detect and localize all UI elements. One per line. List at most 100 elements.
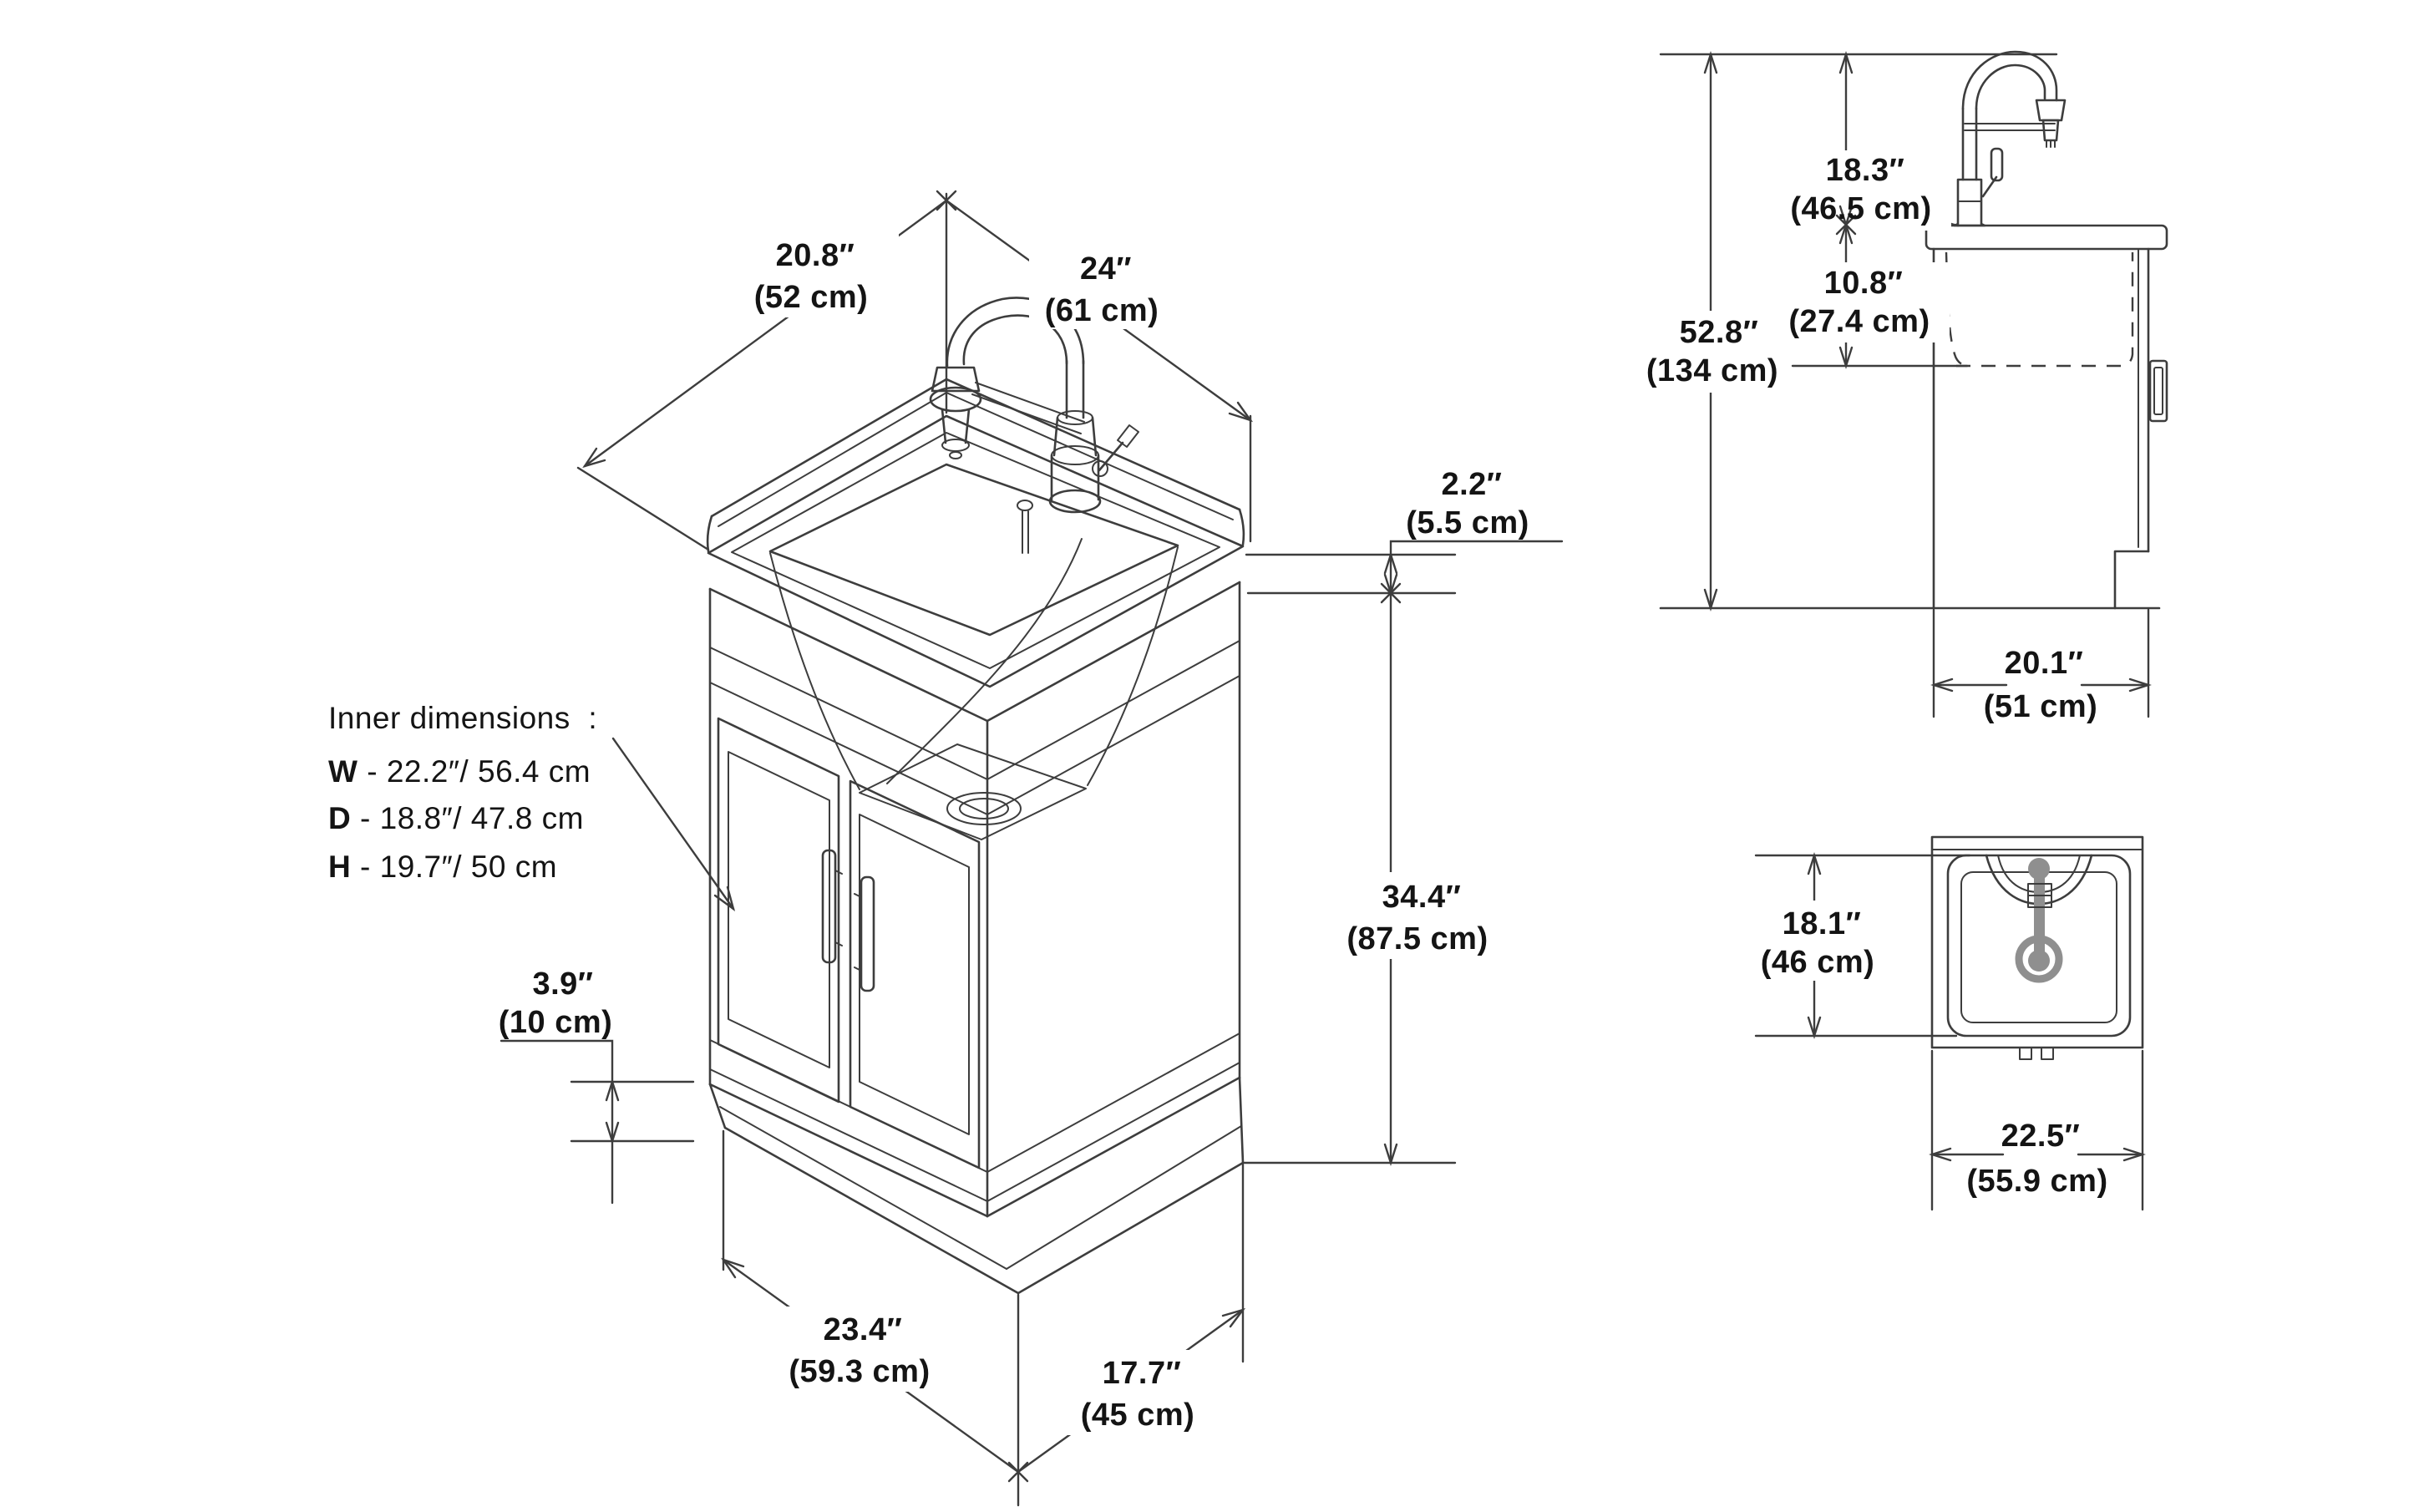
side-view-dimensions: 18.3″ (46.5 cm) 10.8″ (27.4 cm) 52.8″ (1… (1634, 51, 2152, 724)
label-mask (1029, 241, 1186, 329)
side-spray-nozzle (2041, 119, 2060, 142)
drain-outer (946, 792, 1022, 825)
arrow-total-down (1703, 588, 1718, 611)
arrow-depth (582, 447, 606, 469)
front-rail-top-line (709, 647, 988, 780)
dim-label: 10.8″ (1824, 266, 1904, 301)
kick-top-right (1006, 1125, 1242, 1270)
drain-inner (959, 798, 1009, 819)
kick-leader-elbow (500, 1039, 614, 1205)
lift-rod (1022, 510, 1029, 554)
arrow-width (1228, 401, 1254, 423)
front-rail-bottom-line (709, 682, 988, 815)
cabinet-body (708, 581, 1245, 1295)
dim-label: (55.9 cm) (1966, 1164, 2107, 1199)
arrow-side-depth-right (2128, 677, 2152, 693)
backsplash-inner-line (718, 392, 1234, 527)
arrow-tub-up (1838, 221, 1854, 245)
arrow-plan-width-left (1929, 1147, 1952, 1162)
spray-tip (941, 439, 970, 452)
plan-spout-bar (2034, 869, 2045, 954)
side-door-handle-outer (2148, 359, 2168, 423)
plan-faucet-hole (2028, 858, 2050, 880)
side-tub-bottom-dashed (1956, 252, 2134, 368)
basin-right-wall-crease (1087, 546, 1179, 786)
inner-dimensions-note: Inner dimensions : W - 22.2″/ 56.4 cm D … (328, 701, 736, 911)
inner-dims-height: H - 19.7″/ 50 cm (328, 850, 557, 884)
right-door-outline (849, 779, 981, 1170)
plan-drain-ring (2015, 935, 2063, 983)
arrow-splash-up (1383, 551, 1398, 575)
counter-rim-outer (707, 414, 1245, 688)
dim-label: 34.4″ (1382, 880, 1462, 915)
dim-label: 3.9″ (532, 967, 593, 1002)
spout-brace-lower (971, 393, 1082, 434)
dim-label: (46 cm) (1761, 945, 1875, 980)
dim-label: 18.1″ (1783, 906, 1862, 941)
body-bottom-right-edge (986, 1076, 1241, 1218)
inner-dims-depth: D - 18.8″/ 47.8 cm (328, 801, 584, 835)
spray-head-bulb (929, 386, 982, 413)
faucet-neck-left (1052, 416, 1059, 457)
right-door-panel (859, 814, 970, 1135)
dim-label: 23.4″ (824, 1312, 903, 1347)
dim-label: (52 cm) (754, 280, 869, 315)
faucet-body-top (1051, 445, 1099, 465)
label-mask (1751, 901, 1891, 981)
inner-dims-width: W - 22.2″/ 56.4 cm (328, 754, 591, 789)
dim-label: (10 cm) (499, 1005, 613, 1040)
faucet-side (1953, 50, 2067, 227)
kick-floor-right (1017, 1161, 1245, 1295)
arrow-plan-width-right (2122, 1147, 2146, 1162)
spout-brace-upper (975, 382, 1085, 423)
backsplash-right-curl (1238, 508, 1245, 546)
inner-dims-title: Inner dimensions : (328, 701, 597, 735)
side-crossbar (1964, 123, 2056, 131)
basin-left-wall-crease (769, 552, 860, 790)
plan-mount-clips (2019, 1047, 2054, 1060)
side-kick-notch (2113, 550, 2150, 610)
basin-floor (859, 743, 1087, 840)
plan-drain-center (2028, 950, 2050, 972)
mixer-pivot (1092, 460, 1108, 477)
plan-sink-rim (1946, 854, 2132, 1038)
plan-faucet-bracket (2027, 883, 2052, 908)
arrow-total-up (1703, 51, 1718, 74)
basin-opening (768, 463, 1179, 637)
label-mask (733, 224, 899, 317)
dim-label: (59.3 cm) (789, 1354, 930, 1389)
dim-label: 20.8″ (776, 238, 855, 273)
arrow-side-depth-left (1930, 677, 1954, 693)
label-mask (1772, 262, 1950, 342)
side-handle-paddle (1990, 147, 2004, 182)
label-mask (1634, 311, 1794, 393)
mixer-paddle (1117, 424, 1139, 448)
dim-label: (87.5 cm) (1346, 921, 1488, 956)
arrow-kick-up (605, 1078, 620, 1102)
dim-label: 52.8″ (1680, 315, 1759, 350)
arrow-bottom-width (1221, 1307, 1246, 1328)
dim-label: 2.2″ (1441, 467, 1502, 502)
dim-label: (46.5 cm) (1790, 191, 1931, 226)
dim-label: 18.3″ (1826, 153, 1905, 188)
spray-head-cup (931, 366, 981, 393)
mixer-lever (1098, 441, 1124, 472)
depth-extension-line (576, 466, 710, 551)
top-view (1930, 835, 2144, 1060)
kick-right-step (1238, 1076, 1245, 1164)
side-rail-bottom-line (986, 675, 1240, 815)
front-bottom-rail-line2 (709, 1068, 988, 1202)
left-handle-feet (834, 870, 843, 946)
arrow-faucet-up (1838, 51, 1854, 74)
dim-label: 24″ (1080, 251, 1132, 287)
side-spray-teeth (2046, 140, 2056, 148)
body-bottom-front-edge (708, 1083, 989, 1218)
arrow-plan-depth-down (1807, 1016, 1822, 1039)
kick-top-front (719, 1106, 1007, 1270)
spray-tip-end (949, 451, 962, 459)
left-door-outline (717, 717, 840, 1104)
body-top-edges (708, 581, 1241, 723)
dim-label: (51 cm) (1984, 689, 2098, 724)
label-mask (1057, 1350, 1221, 1435)
